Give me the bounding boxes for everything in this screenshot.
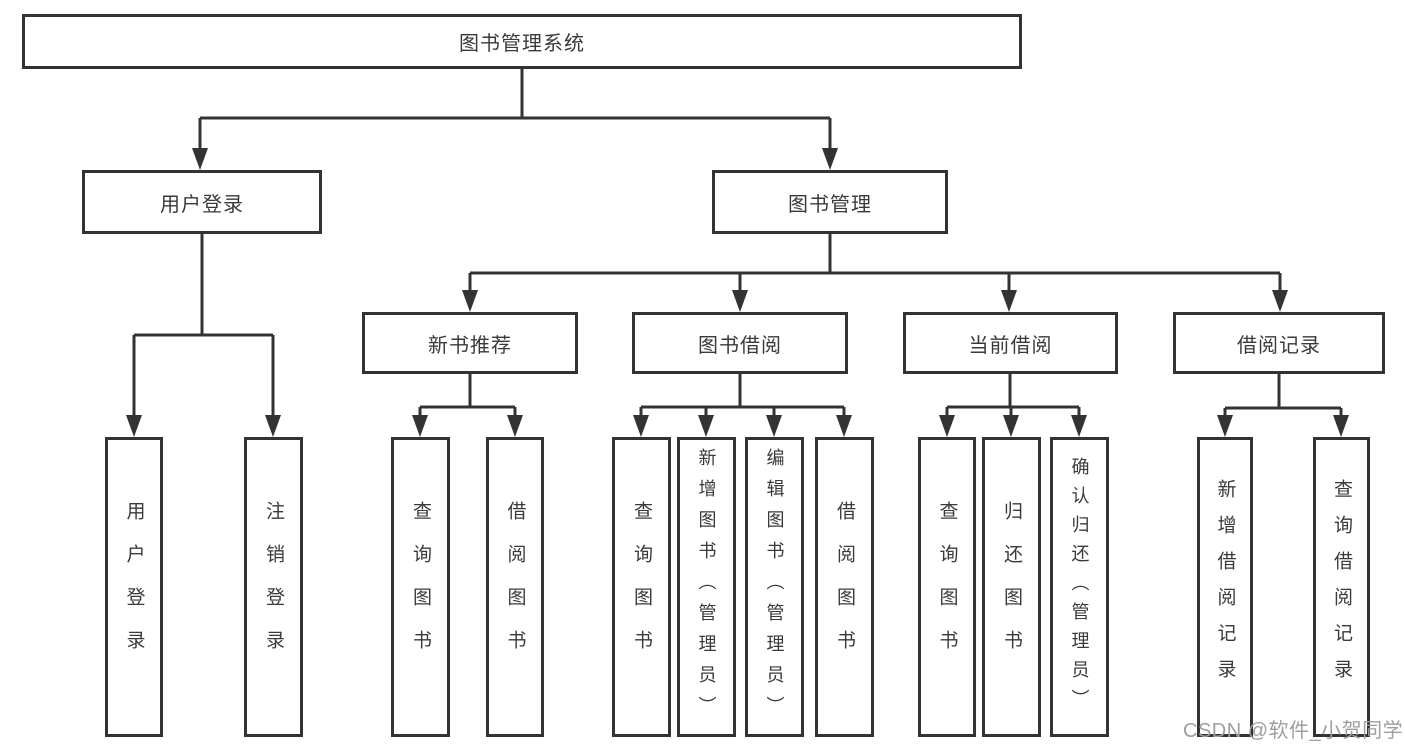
node-leaf-user-login: 用户登录 (105, 437, 163, 737)
node-new-book-recommend: 新书推荐 (362, 312, 578, 374)
node-root-system: 图书管理系统 (22, 14, 1022, 69)
leaf-label: 借阅图书 (834, 501, 855, 673)
connector-borrow-records-to-leaves (1217, 374, 1349, 437)
csdn-watermark: CSDN @软件_小贺同学 (1183, 720, 1404, 742)
node-borrow-records: 借阅记录 (1173, 312, 1385, 374)
leaf-label: 查询图书 (410, 501, 431, 673)
node-current-borrowing: 当前借阅 (903, 312, 1118, 374)
node-leaf-add-book-admin: 新增图书（管理员） (677, 437, 736, 737)
leaf-label: 用户登录 (123, 501, 145, 673)
leaf-label: 新增图书（管理员） (696, 447, 717, 727)
connector-new-book-rec-to-leaves (412, 374, 523, 437)
node-leaf-query-book-current: 查询图书 (918, 437, 976, 737)
node-leaf-query-borrow-record: 查询借阅记录 (1313, 437, 1370, 737)
connector-book-borrow-to-leaves (633, 374, 852, 437)
node-book-management: 图书管理 (712, 170, 948, 234)
node-leaf-borrow-book-recommend: 借阅图书 (486, 437, 544, 737)
node-leaf-add-borrow-record: 新增借阅记录 (1197, 437, 1253, 737)
connector-root-to-level2 (192, 69, 838, 170)
leaf-label: 新增借阅记录 (1214, 479, 1236, 695)
leaf-label: 确认归还（管理员） (1069, 456, 1090, 718)
node-user-login: 用户登录 (82, 170, 322, 234)
leaf-label: 借阅图书 (504, 501, 526, 673)
node-leaf-confirm-return-admin: 确认归还（管理员） (1050, 437, 1109, 737)
node-book-borrowing: 图书借阅 (632, 312, 848, 374)
node-leaf-borrow-book-borrowing: 借阅图书 (815, 437, 874, 737)
leaf-label: 查询图书 (631, 501, 652, 673)
leaf-label: 归还图书 (1001, 501, 1022, 673)
node-leaf-query-book-borrowing: 查询图书 (612, 437, 671, 737)
node-leaf-return-book: 归还图书 (982, 437, 1041, 737)
node-leaf-edit-book-admin: 编辑图书（管理员） (745, 437, 804, 737)
connector-user-login-to-leaves (126, 233, 281, 437)
leaf-label: 注销登录 (263, 501, 284, 673)
leaf-label: 查询图书 (936, 501, 958, 673)
leaf-label: 编辑图书（管理员） (764, 447, 785, 727)
node-leaf-query-book-recommend: 查询图书 (391, 437, 450, 737)
connector-book-mgmt-to-level3 (462, 234, 1288, 312)
node-leaf-logout: 注销登录 (244, 437, 303, 737)
leaf-label: 查询借阅记录 (1331, 479, 1352, 695)
connector-current-borrow-to-leaves (939, 374, 1087, 437)
